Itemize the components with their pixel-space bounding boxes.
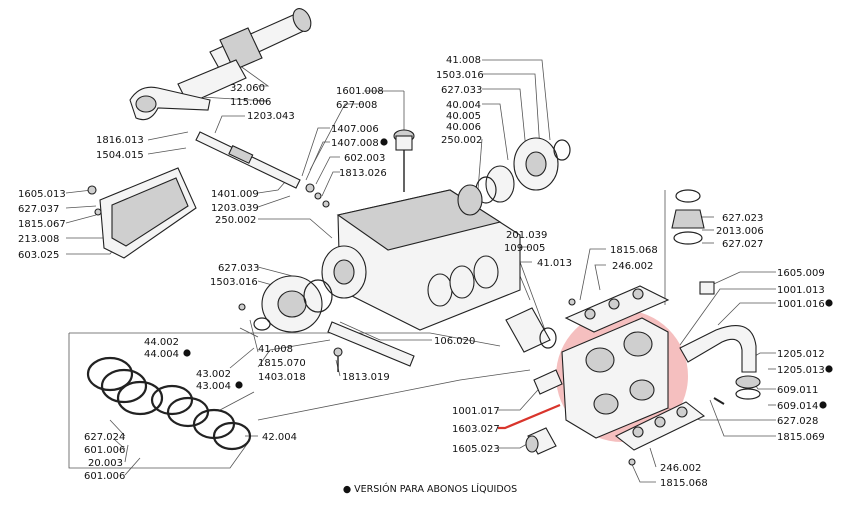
part-label: 1503.016 (436, 70, 484, 81)
rear-cover (87, 167, 197, 259)
plunger-sleeve (505, 307, 557, 353)
fertilizer-dot (825, 365, 833, 373)
part-label: 603.025 (18, 250, 59, 261)
part-label: 601.006 (84, 445, 125, 456)
part-label: 43.004 (196, 381, 231, 392)
upper-valve-cover (564, 285, 670, 333)
part-label: 42.004 (262, 432, 297, 443)
part-label: 1815.068 (610, 245, 658, 256)
part-label: 1815.069 (777, 432, 825, 443)
part-label: 627.024 (84, 432, 125, 443)
fertilizer-dot (235, 381, 243, 389)
part-label: 1205.012 (777, 349, 825, 360)
part-label: 44.002 (144, 337, 179, 348)
part-label: 627.037 (18, 204, 59, 215)
pointer-line (498, 403, 561, 430)
part-label: 250.002 (215, 215, 256, 226)
part-label: 40.005 (446, 111, 481, 122)
part-label: 43.002 (196, 369, 231, 380)
fertilizer-dot (825, 299, 833, 307)
part-label: 1401.009 (211, 189, 259, 200)
part-label: 109.005 (504, 243, 545, 254)
dipstick (393, 129, 415, 192)
part-label: 41.008 (258, 344, 293, 355)
piston-rod (195, 131, 330, 208)
part-label: 601.006 (84, 471, 125, 482)
lower-valve-cover (614, 401, 706, 466)
part-label: 1605.023 (452, 444, 500, 455)
part-label: 602.003 (344, 153, 385, 164)
part-label: 609.011 (777, 385, 818, 396)
connecting-rod (129, 86, 211, 121)
part-label: 1001.013 (777, 285, 825, 296)
fertilizer-dot (380, 138, 388, 146)
front-flange (238, 275, 333, 333)
part-labels: 32.060 115.006 1203.043 1816.013 1504.01… (18, 55, 833, 489)
part-label: 1203.043 (247, 111, 295, 122)
part-label: 1407.008 (331, 138, 379, 149)
part-label: 1816.013 (96, 135, 144, 146)
part-label: 32.060 (230, 83, 265, 94)
part-label: 627.027 (722, 239, 763, 250)
part-label: 106.020 (434, 336, 475, 347)
part-label: 2013.006 (716, 226, 764, 237)
part-label: 40.006 (446, 122, 481, 133)
seal-stack (86, 356, 252, 451)
part-label: 250.002 (441, 135, 482, 146)
part-label: 1605.013 (18, 189, 66, 200)
part-label: 1813.026 (339, 168, 387, 179)
part-label: 1403.018 (258, 372, 306, 383)
crankcase (321, 189, 521, 331)
part-label: 246.002 (660, 463, 701, 474)
inlet-fittings (525, 369, 563, 455)
part-label: 20.003 (88, 458, 123, 469)
part-label: 1815.068 (660, 478, 708, 489)
part-label: 627.033 (441, 85, 482, 96)
part-label: 627.008 (336, 100, 377, 111)
part-label: 1407.006 (331, 124, 379, 135)
outlet-elbow (679, 325, 761, 405)
fertilizer-dot (183, 349, 191, 357)
valve-parts (671, 189, 715, 295)
part-label: 1601.008 (336, 86, 384, 97)
part-label: 201.039 (506, 230, 547, 241)
footnote-caption: ● VERSIÓN PARA ABONOS LÍQUIDOS (342, 484, 518, 495)
part-label: 627.023 (722, 213, 763, 224)
part-label: 1603.027 (452, 424, 500, 435)
part-label: 246.002 (612, 261, 653, 272)
part-label: 1205.013 (777, 365, 825, 376)
part-label: 44.004 (144, 349, 179, 360)
part-label: 1001.017 (452, 406, 500, 417)
part-label: 1815.067 (18, 219, 66, 230)
part-label: 1001.016 (777, 299, 825, 310)
part-label: 1504.015 (96, 150, 144, 161)
rear-bearing-group (457, 137, 571, 216)
manifold (556, 310, 688, 442)
part-label: 115.006 (230, 97, 271, 108)
part-label: 41.013 (537, 258, 572, 269)
part-label: 609.014 (777, 401, 818, 412)
crankshaft (177, 8, 312, 105)
part-label: 627.028 (777, 416, 818, 427)
part-label: 40.004 (446, 100, 481, 111)
part-label: 213.008 (18, 234, 59, 245)
part-label: 1605.009 (777, 268, 825, 279)
fertilizer-dot (819, 401, 827, 409)
part-label: 1203.039 (211, 203, 259, 214)
part-label: 1815.070 (258, 358, 306, 369)
oil-rails (327, 321, 415, 372)
part-label: 1503.016 (210, 277, 258, 288)
part-label: 1813.019 (342, 372, 390, 383)
part-label: 41.008 (446, 55, 481, 66)
part-label: 627.033 (218, 263, 259, 274)
